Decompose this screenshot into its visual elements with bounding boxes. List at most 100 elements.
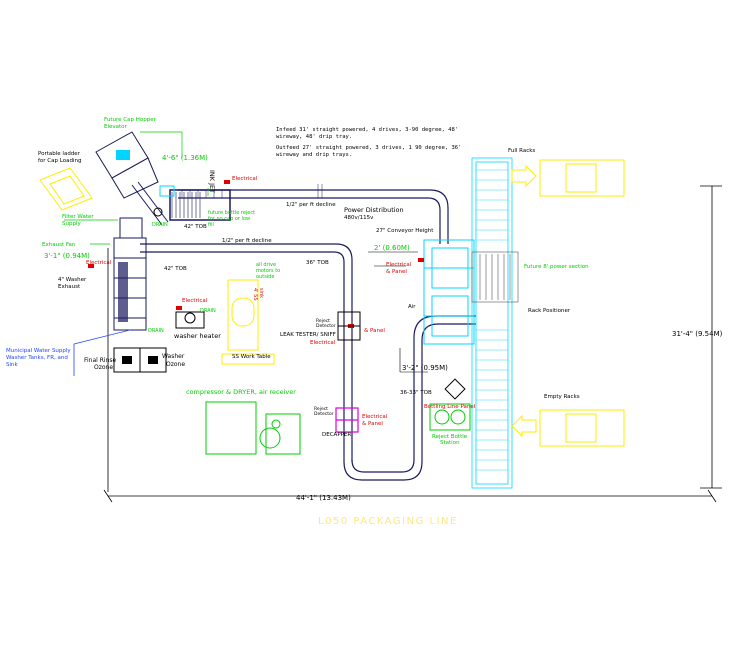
label-power-distribution: Power Distribution [344, 206, 404, 214]
washer-panels [118, 262, 128, 322]
label-washer-exhaust-1: 4" Washer [58, 277, 87, 283]
label-future-bottle-reject-1: future bottle reject [208, 210, 255, 216]
outfeed-note-line-2: wireway and drip trays. [276, 152, 352, 158]
label-portable-ladder-2: for Cap Loading [38, 158, 81, 164]
label-drain-1: DRAIN [152, 222, 168, 228]
label-filter-water-2: Supply [62, 221, 81, 227]
future-power-section [471, 251, 519, 303]
compressor-area [205, 401, 301, 455]
rack-positioner-slats [476, 169, 508, 471]
leak-tester [337, 311, 361, 341]
label-reject-detector-4: Detector [314, 411, 334, 417]
label-leak-tester: LEAK TESTER/ SNIFF [280, 332, 336, 338]
label-electrical-1: Electrical [232, 176, 258, 182]
label-drive-motors-2: motors to [256, 268, 280, 274]
label-full-racks: Full Racks [508, 148, 535, 154]
label-ink-jet: INK JET [208, 170, 216, 193]
label-future-bottle-reject-2: for no cap or low [208, 216, 250, 222]
cap-hopper-detail [116, 150, 175, 197]
label-decapper: DECAPPER [322, 432, 351, 438]
label-municipal-2: Washer Tanks, FR, and [6, 355, 68, 361]
label-electrical-5: Electrical [362, 414, 388, 420]
rack-positioner-conveyor [471, 157, 513, 489]
label-future-cap-hopper-2: Elevator [104, 124, 128, 130]
top-conveyor-slats [181, 184, 323, 198]
label-decline-a: 1/2" per ft decline [286, 202, 336, 208]
full-racks-cart [511, 159, 625, 197]
label-dim-4-6: 4'-6" (1.36M) [162, 154, 208, 162]
portable-ladder [39, 167, 93, 211]
infeed-note-line-2: wireway, 48' drip tray. [276, 134, 352, 140]
cap-hopper [95, 131, 169, 226]
label-dim-3-2: 3'-2" (0.95M) [402, 364, 448, 372]
label-sink-1: sink [258, 288, 264, 298]
label-future-power-section: Future 8' power section [524, 264, 589, 270]
outfeed-note-line-1: Outfeed 27' straight powered, 3 drives, … [276, 145, 461, 151]
hopper-wheel [153, 207, 163, 217]
bottling-panel-icon [444, 378, 466, 400]
label-drain-3: DRAIN [148, 328, 164, 334]
label-empty-racks: Empty Racks [544, 394, 580, 400]
ozone-unit-marks [122, 356, 158, 364]
overall-width-dimension: 44'-1" (13.43M) [296, 494, 351, 502]
filler-machine [423, 239, 475, 345]
label-future-cap-hopper-1: Future Cap Hopper [104, 117, 157, 123]
label-municipal-1: Municipal Water Supply [6, 348, 71, 354]
label-compressor: compressor & DRYER, air receiver [186, 388, 296, 396]
overall-depth-dimension: 31'-4" (9.54M) [672, 330, 723, 338]
label-portable-ladder-1: Portable ladder [38, 151, 81, 157]
label-municipal-3: Sink [6, 362, 19, 368]
overall-dimensions [103, 185, 722, 503]
main-conveyor [140, 189, 476, 481]
label-electrical-panel-3: & Panel [364, 328, 385, 334]
infeed-note-line-1: Infeed 31' straight powered, 4 drives, 3… [276, 127, 458, 133]
label-bottling-line-panel: Bottling Line Panel [424, 404, 476, 410]
label-drive-motors-1: all drive [256, 262, 276, 268]
label-power-distribution-sub: 480v/115v [344, 215, 374, 221]
label-washer-exhaust-2: Exhaust [58, 284, 81, 290]
leader-lines-green [64, 131, 209, 245]
label-reject-detector-2: Detector [316, 323, 336, 329]
reject-bottle-station [429, 403, 471, 431]
label-washer-heater: washer heater [174, 332, 221, 340]
capper-hatching [171, 192, 201, 218]
decapper-unit [335, 407, 359, 433]
ozone-units [113, 347, 167, 373]
washer-heater [175, 311, 205, 329]
label-electrical-3: Electrical [182, 298, 208, 304]
label-dim-2: 2' (0.60M) [374, 244, 410, 252]
label-decline-b: 1/2" per ft decline [222, 238, 272, 244]
red-markers [88, 180, 424, 328]
empty-racks-cart [511, 409, 625, 447]
label-tob-42-b: 42" TOB [164, 266, 187, 272]
label-air: Air [408, 304, 416, 310]
label-final-rinse-1: Final Rinse [84, 357, 117, 364]
label-drain-2: DRAIN [200, 308, 216, 314]
label-future-bottle-reject-3: fill [208, 222, 214, 228]
label-final-rinse-2: Ozone [94, 364, 113, 371]
label-washer-ozone-2: Ozone [166, 361, 185, 368]
label-electrical-panel-2: & Panel [386, 269, 407, 275]
municipal-supply-lines [73, 329, 131, 376]
drawing-title: L050 PACKAGING LINE [318, 516, 458, 527]
label-ss-work-table: SS Work Table [232, 354, 271, 360]
label-electrical-panel-1: Electrical [386, 262, 412, 268]
filler-dimensions [368, 251, 428, 373]
label-sink-2: 4' SS [252, 288, 258, 301]
label-conveyor-height: 27" Conveyor Height [376, 228, 434, 234]
label-tob-36-a: 36" TOB [306, 260, 329, 266]
label-reject-station-1: Reject Bottle [432, 434, 468, 440]
capper-block [169, 189, 231, 221]
sink-work-table [221, 279, 275, 365]
label-exhaust-fan: Exhaust Fan [42, 242, 76, 248]
label-reject-station-2: Station [440, 440, 460, 446]
label-electrical-4: Electrical [310, 340, 336, 346]
label-filter-water-1: Filter Water [62, 214, 94, 220]
label-reject-detector-1: Reject [316, 318, 330, 324]
label-drive-motors-3: outside [256, 274, 274, 280]
label-dim-3-1: 3'-1" (0.94M) [44, 252, 90, 260]
label-washer-ozone-1: Washer [162, 353, 185, 360]
label-electrical-panel-4: & Panel [362, 421, 383, 427]
label-reject-detector-3: Reject [314, 406, 328, 412]
